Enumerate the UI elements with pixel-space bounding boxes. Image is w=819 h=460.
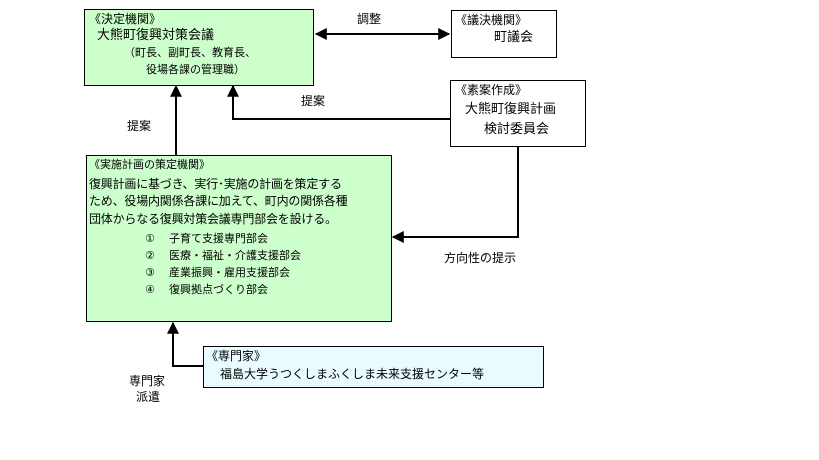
subcommittee-num: ② — [145, 249, 155, 262]
subcommittee-label: 産業振興・雇用支援部会 — [169, 266, 290, 279]
assembly-box: 《議決機関》 町議会 — [451, 10, 557, 58]
subcommittee-label: 子育て支援専門部会 — [169, 232, 268, 245]
subcommittee-num: ③ — [145, 266, 155, 279]
expert-heading: 《専門家》 — [206, 349, 267, 363]
expert-name: 福島大学うつくしまふくしま未来支援センター等 — [220, 367, 485, 381]
direction-arrow — [391, 147, 519, 243]
draft-body-name-2: 検討委員会 — [484, 122, 550, 137]
decision-body-heading: 《決定機関》 — [89, 12, 162, 26]
draft-body-heading: 《素案作成》 — [455, 83, 528, 97]
decision-body-name: 大熊町復興対策会議 — [97, 28, 215, 43]
dispatch-arrow — [167, 321, 203, 367]
coordination-label: 調整 — [357, 12, 382, 26]
decision-body-members-1: （町長、副町長、教育長、 — [124, 46, 256, 59]
proposal-label-top: 提案 — [301, 94, 326, 108]
assembly-name: 町議会 — [494, 30, 534, 45]
subcommittee-label: 医療・福祉・介護支援部会 — [169, 249, 301, 262]
assembly-heading: 《議決機関》 — [455, 13, 528, 27]
dispatch-label-1: 専門家 — [129, 374, 166, 388]
proposal-label-left: 提案 — [127, 119, 152, 133]
implementation-desc-3: 団体からなる復興対策会議専門部会を設ける。 — [89, 212, 337, 226]
subcommittee-label: 復興拠点づくり部会 — [169, 283, 268, 296]
implementation-desc-1: 復興計画に基づき、実行･実施の計画を策定する — [89, 177, 342, 191]
implementation-body-box: 《実施計画の策定機関》 復興計画に基づき、実行･実施の計画を策定する ため、役場… — [86, 155, 392, 322]
direction-label: 方向性の提示 — [444, 251, 517, 265]
draft-body-name-1: 大熊町復興計画 — [465, 102, 557, 117]
dispatch-label-2: 派遣 — [136, 390, 161, 404]
expert-box: 《専門家》 福島大学うつくしまふくしま未来支援センター等 — [203, 346, 544, 388]
implementation-heading: 《実施計画の策定機関》 — [89, 158, 210, 171]
decision-body-members-2: 役場各課の管理職） — [146, 63, 245, 76]
decision-body-box: 《決定機関》 大熊町復興対策会議 （町長、副町長、教育長、 役場各課の管理職） — [84, 9, 314, 86]
subcommittee-num: ④ — [145, 283, 155, 296]
implementation-desc-2: ため、役場内関係各課に加えて、町内の関係各種 — [89, 194, 348, 208]
draft-body-box: 《素案作成》 大熊町復興計画 検討委員会 — [450, 80, 586, 147]
proposal-arrow — [227, 84, 450, 120]
subcommittee-num: ① — [145, 232, 155, 245]
